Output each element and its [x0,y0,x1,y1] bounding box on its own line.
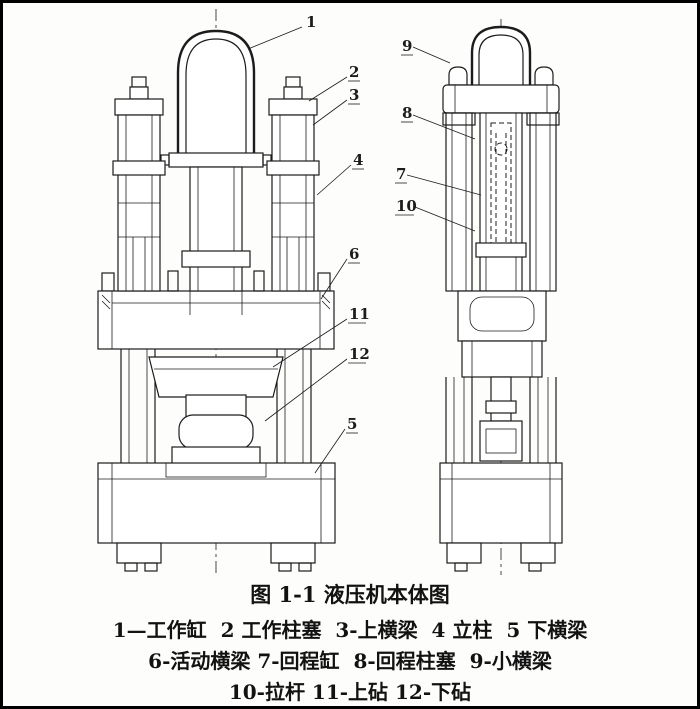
callout-9: 9 [401,37,451,64]
svg-text:11: 11 [349,305,370,323]
hydraulic-press-drawing: 1 2 3 4 6 [97,9,563,575]
return-cylinder-side [475,112,527,292]
callout-8: 8 [401,104,476,140]
callout-1: 1 [247,13,316,50]
lower-crossbeam [97,462,336,572]
side-view [439,19,563,575]
front-callouts: 1 2 3 4 6 [247,13,370,474]
callout-4: 4 [316,151,364,196]
legend-line-1: 1—工作缸 2 工作柱塞 3-上横梁 4 立柱 5 下横梁 [112,618,588,642]
svg-text:7: 7 [396,165,406,183]
callout-3: 3 [312,86,360,126]
moving-crossbeam [148,356,284,398]
svg-text:4: 4 [353,151,363,169]
svg-text:1: 1 [306,13,316,31]
legend-line-2: 6-活动横梁 7-回程缸 8-回程柱塞 9-小横梁 [148,649,552,673]
right-return-cylinder [266,76,320,292]
side-columns [445,377,557,463]
svg-text:2: 2 [349,63,359,81]
svg-text:8: 8 [402,104,412,122]
left-return-cylinder [112,76,166,292]
figure-title: 图 1-1 液压机本体图 [250,582,450,607]
svg-text:10: 10 [396,197,417,215]
svg-text:5: 5 [347,415,357,433]
working-cylinder [160,29,272,292]
side-top-plunger [470,25,532,89]
svg-text:3: 3 [349,86,359,104]
svg-text:12: 12 [349,345,370,363]
svg-text:9: 9 [402,37,412,55]
tie-rods [442,112,560,292]
side-rod-and-anvil [479,376,523,462]
anvils-and-workpiece [171,394,261,466]
callout-11: 11 [272,305,370,368]
figure-caption: 图 1-1 液压机本体图 1—工作缸 2 工作柱塞 3-上横梁 4 立柱 5 下… [3,577,697,706]
front-view [97,9,336,575]
callout-12: 12 [264,345,370,422]
side-base [439,462,563,572]
upper-crossbeam [97,272,335,350]
side-callouts: 9 8 7 10 [395,37,482,232]
callout-2: 2 [308,63,360,102]
small-crossbeam [442,66,560,114]
callout-5: 5 [314,415,358,474]
side-upper-crossbeam [457,290,547,342]
callout-6: 6 [320,245,360,300]
side-moving-beam [461,340,543,378]
legend-line-3: 10-拉杆 11-上砧 12-下砧 [228,680,472,704]
svg-text:6: 6 [349,245,359,263]
callout-7: 7 [395,165,482,196]
callout-10: 10 [395,197,476,232]
